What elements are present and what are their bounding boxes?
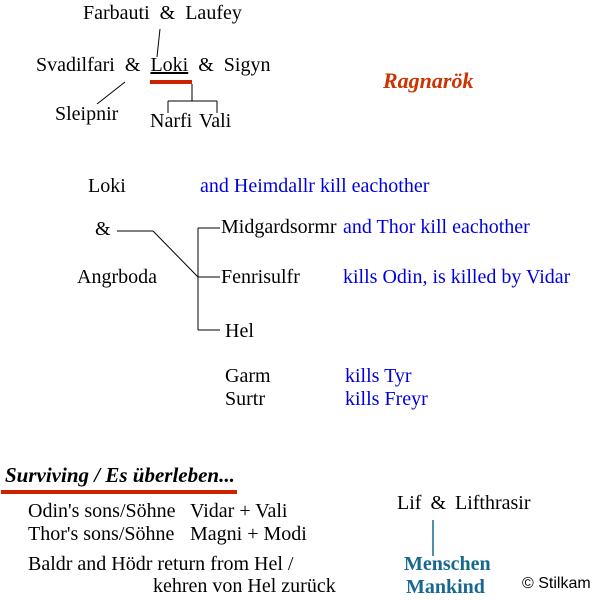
line-to-sleipnir (96, 81, 126, 105)
label-angrboda: Angrboda (77, 266, 157, 288)
line-farbauti-to-loki (156, 28, 161, 58)
page-title: Ragnarök (383, 68, 474, 93)
red-underline-loki (150, 80, 192, 84)
surviving-heading: Surviving / Es überleben... (5, 463, 235, 487)
red-underline-surviving (1, 490, 237, 494)
grandparents-row: Farbauti & Laufey (83, 2, 242, 25)
label-laufey: Laufey (185, 2, 242, 24)
ampersand-loki-sigyn: & (198, 54, 214, 76)
label-mankind: Mankind (406, 576, 485, 598)
label-thors-sons: Thor's sons/Söhne (28, 523, 175, 545)
fate-fenrisulfr: kills Odin, is killed by Vidar (343, 266, 571, 288)
label-odins-sons: Odin's sons/Söhne (28, 500, 176, 522)
ampersand-farbauti-laufey: & (159, 2, 176, 24)
ampersand-lif-lifthrasir: & (430, 492, 446, 514)
ampersand-loki-angrboda: & (95, 218, 111, 240)
lif-lifthrasir-row: Lif & Lifthrasir (397, 492, 531, 515)
baldr-hodr-line1: Baldr and Hödr return from Hel / (28, 553, 294, 575)
label-svadilfari: Svadilfari (36, 54, 115, 76)
label-vali: Vali (199, 110, 232, 132)
label-lif: Lif (397, 492, 422, 514)
label-loki-underlined: Loki (150, 54, 189, 76)
baldr-hodr-line2: kehren von Hel zurück (153, 575, 336, 597)
label-sigyn: Sigyn (223, 54, 271, 76)
fate-garm: kills Tyr (345, 365, 412, 387)
value-thors-sons: Magni + Modi (190, 523, 307, 545)
line-union-diagonal (152, 230, 199, 278)
fate-midgardsormr: and Thor kill eachother (343, 216, 530, 238)
label-farbauti: Farbauti (83, 2, 150, 24)
fate-loki: and Heimdallr kill eachother (200, 175, 430, 197)
label-loki-ragnarok: Loki (88, 175, 126, 197)
label-fenrisulfr: Fenrisulfr (221, 266, 300, 288)
label-garm: Garm (225, 365, 271, 387)
ampersand-svadilfari-loki: & (124, 54, 141, 76)
label-sleipnir: Sleipnir (55, 103, 119, 125)
label-midgardsormr: Midgardsormr (221, 216, 337, 238)
label-hel: Hel (225, 320, 254, 342)
label-narfi: Narfi (150, 110, 193, 132)
label-surtr: Surtr (225, 388, 265, 410)
label-lifthrasir: Lifthrasir (455, 492, 531, 514)
label-menschen: Menschen (404, 553, 491, 575)
loki-couples-row: Svadilfari & Loki & Sigyn (36, 54, 270, 77)
copyright-credit: © Stilkam (522, 575, 591, 592)
value-odins-sons: Vidar + Vali (190, 500, 288, 522)
fate-surtr: kills Freyr (345, 388, 428, 410)
